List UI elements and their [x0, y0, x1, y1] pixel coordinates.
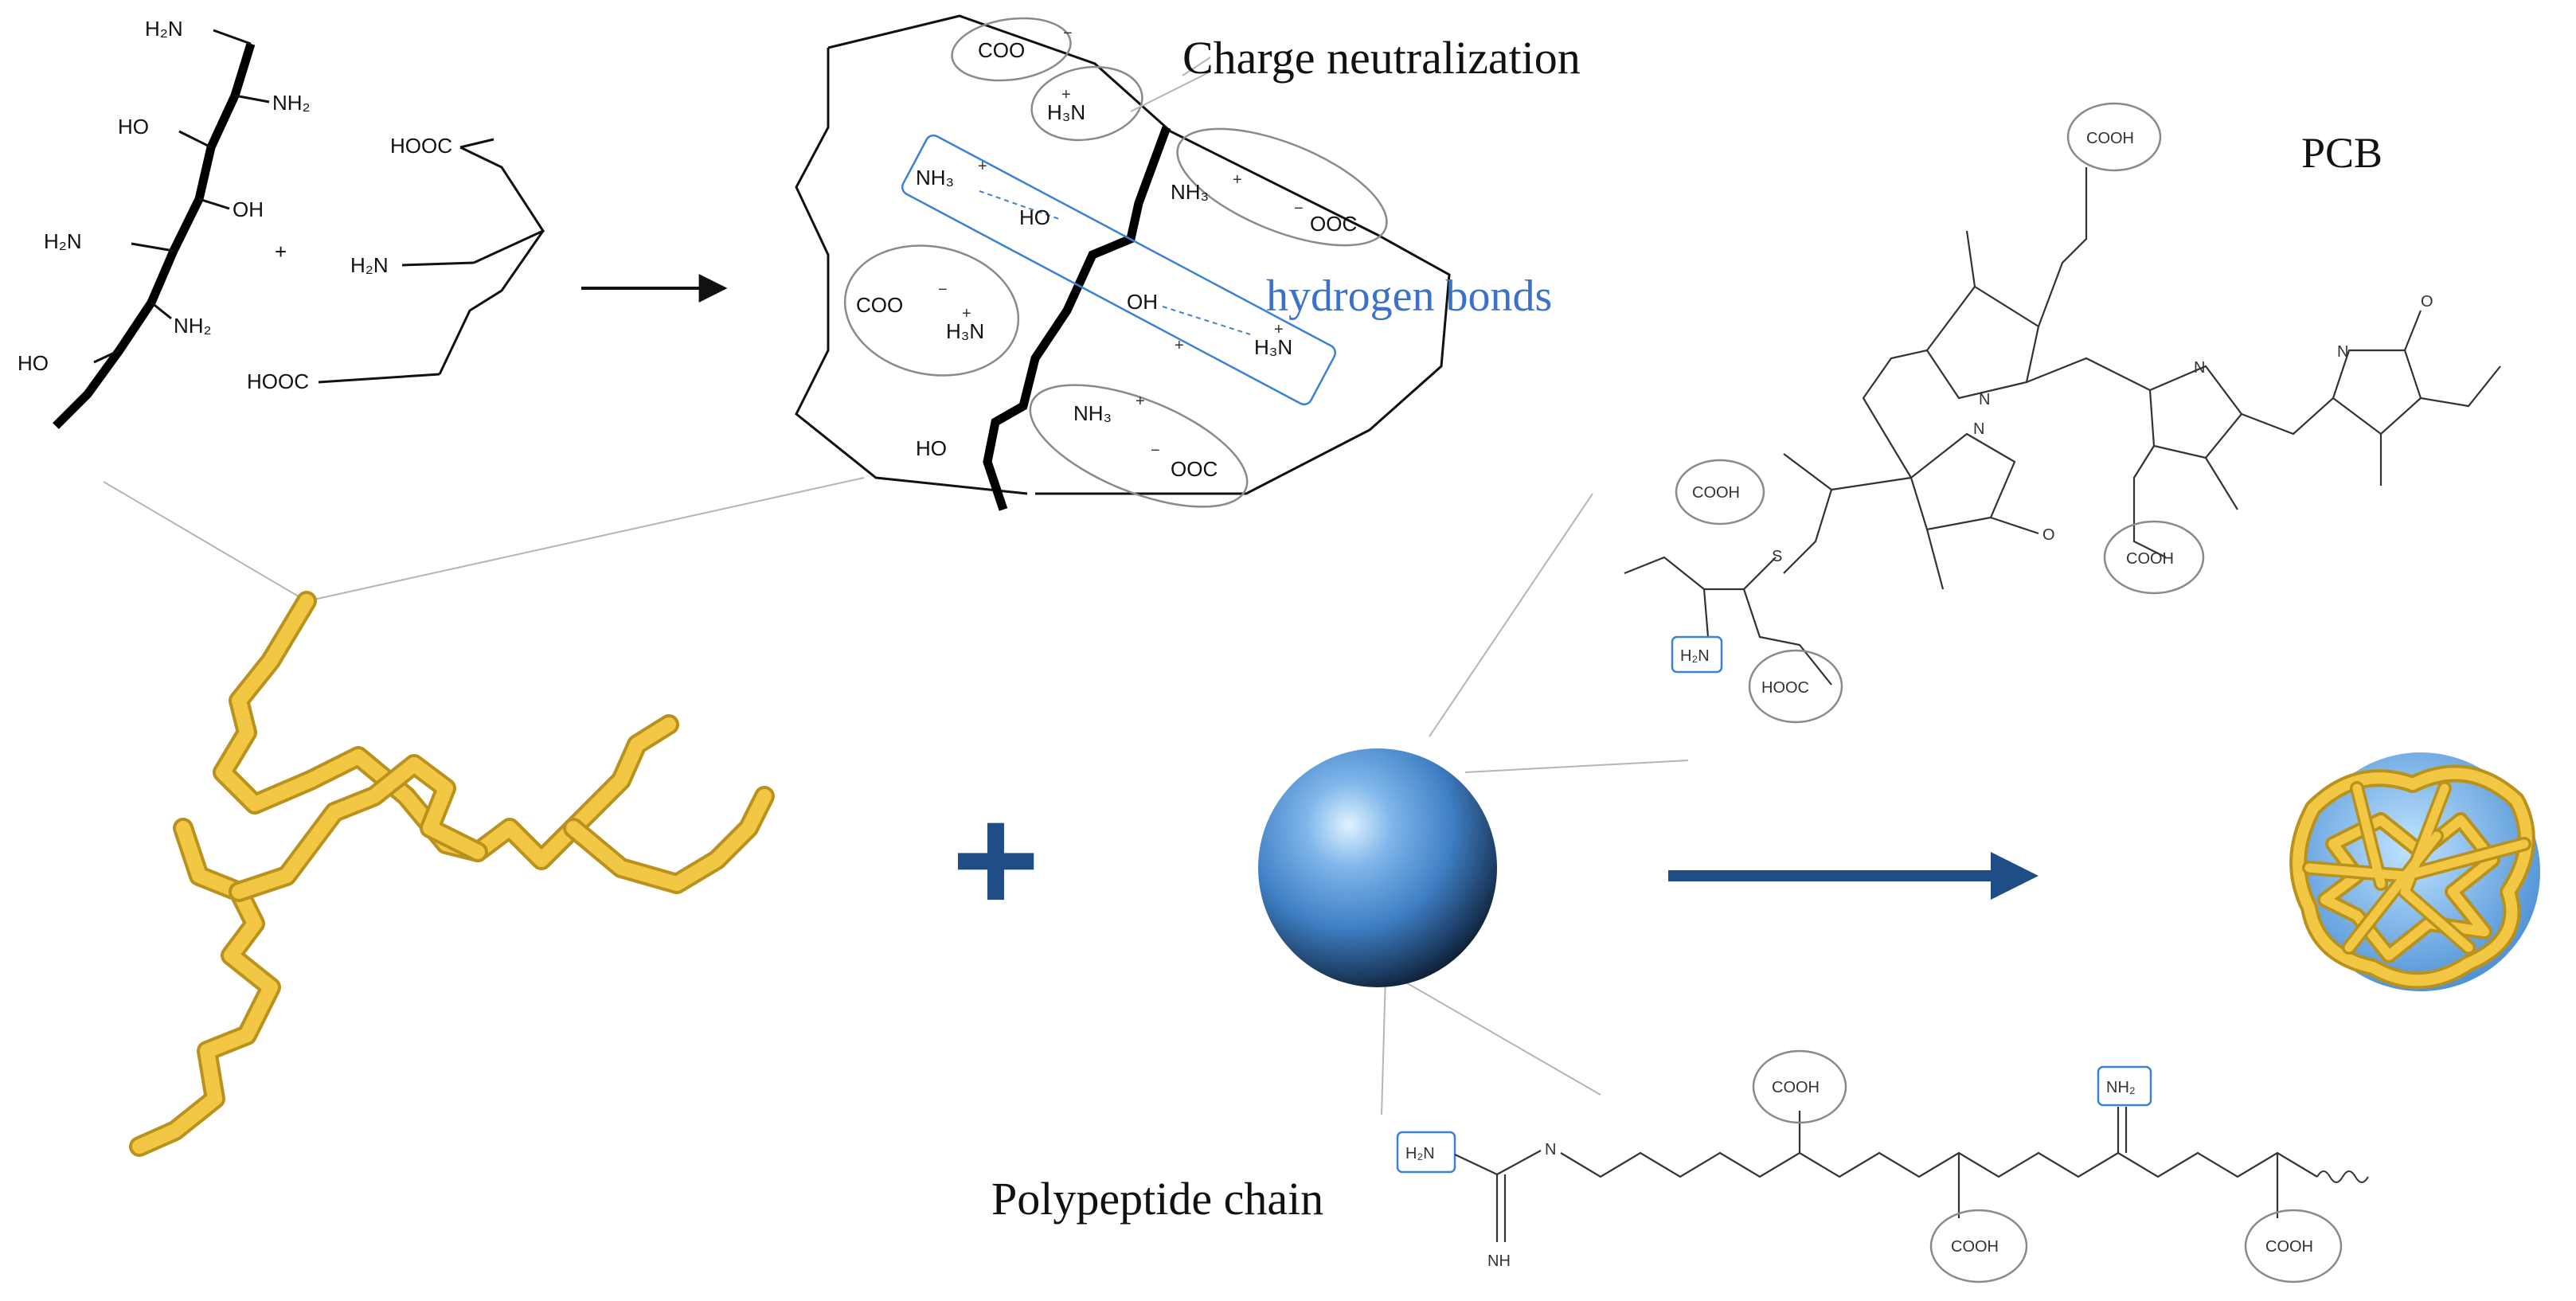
complex-h3n-mid-plus: +	[962, 305, 971, 322]
hydrogen-bond-box	[901, 134, 1337, 406]
guide-line-sphere-3	[1381, 975, 1386, 1115]
pcb-n4: N	[2337, 343, 2348, 361]
chitosan-polymer-strand	[129, 591, 775, 1157]
chitosan-nh2-a: NH₂	[272, 91, 311, 115]
complex-h3n-right-plus: +	[1274, 321, 1284, 338]
complex-ho: HO	[1019, 205, 1050, 229]
peptide-nh2-box	[2097, 1065, 2152, 1107]
chitosan-h2n-top: H₂N	[145, 17, 183, 41]
nanoparticle-complex	[2289, 752, 2540, 991]
peptide-cooh-2: COOH	[2265, 1238, 2313, 1256]
chitosan-nh2-b: NH₂	[174, 314, 212, 338]
peptide-cooh-oval-1	[1929, 1209, 2028, 1283]
glutamic-hooc-bottom: HOOC	[247, 369, 309, 393]
complex-h3n-top-plus: +	[1061, 86, 1071, 104]
label-pcb: PCB	[2301, 129, 2383, 177]
coo-h3n-oval-mid	[843, 244, 1020, 377]
polypeptide-structure: H₂N NH N COOH COOH NH₂ COOH	[1396, 1049, 2369, 1283]
complex-coo-top-minus: −	[1063, 25, 1073, 42]
pcb-o2: O	[2421, 293, 2433, 311]
phycocyanin-sphere	[1258, 748, 1497, 987]
pcb-h2n: H₂N	[1680, 647, 1710, 665]
chitosan-h2n-mid: H₂N	[44, 229, 82, 253]
pcb-h2n-box	[1671, 635, 1723, 674]
complex-nh3-left: NH₃	[916, 166, 954, 189]
peptide-h2n: H₂N	[1405, 1145, 1435, 1162]
peptide-nh: NH	[1487, 1252, 1511, 1270]
complex-nh3-right-plus: +	[1233, 171, 1242, 189]
pcb-cooh-oval-top	[2066, 102, 2162, 172]
chitosan-ho-a: HO	[118, 115, 149, 139]
pcb-structure: COOH N N O S COOH H₂N HOOC N COOH	[1624, 102, 2501, 724]
complex-ooc-right: OOC	[1310, 212, 1357, 236]
pcb-cooh-left: COOH	[1692, 484, 1740, 502]
pcb-cooh-oval-right	[2103, 520, 2205, 595]
hydrogen-bond-dash-a	[979, 190, 1060, 220]
complex-structure: COO − H₃N + NH₃ + NH₃ + HO − OOC COO − H…	[795, 14, 1451, 511]
coo-oval-top	[951, 17, 1072, 82]
peptide-cooh-1: COOH	[1951, 1238, 1999, 1256]
label-hydrogen-bonds: hydrogen bonds	[1266, 272, 1552, 321]
pcb-cooh-oval-left	[1675, 459, 1765, 525]
pcb-n3: N	[2194, 359, 2205, 377]
complex-ooc-bottom: OOC	[1171, 457, 1218, 481]
peptide-n: N	[1545, 1141, 1556, 1158]
complex-coo-top: COO	[978, 38, 1025, 62]
peptide-cooh-oval-2	[2244, 1209, 2343, 1283]
peptide-cooh-top: COOH	[1772, 1079, 1820, 1096]
complex-coo-mid: COO	[856, 293, 903, 317]
pcb-hooc-oval	[1748, 649, 1843, 724]
complex-ho-bottom: HO	[916, 436, 947, 460]
formation-arrow	[1668, 852, 2039, 900]
complex-h3n-right: H₃N	[1254, 335, 1292, 359]
chitosan-plus: +	[275, 240, 287, 264]
peptide-h2n-box	[1396, 1131, 1456, 1174]
nh3-ooc-oval-right	[1176, 127, 1388, 247]
big-plus-sign: +	[952, 776, 1040, 944]
complex-nh3-bottom: NH₃	[1073, 401, 1112, 425]
glutamic-hooc-top: HOOC	[390, 134, 452, 158]
glutamic-acid-structure: HOOC H₂N HOOC	[247, 134, 545, 393]
nh3-ooc-oval-bottom	[1029, 384, 1249, 508]
guide-line-sphere-2	[1464, 760, 1689, 773]
chitosan-ho-b: HO	[18, 351, 49, 375]
guide-line-left-1	[103, 481, 307, 602]
glutamic-h2n: H₂N	[350, 253, 389, 277]
pcb-s: S	[1772, 548, 1782, 565]
complex-oh: OH	[1127, 290, 1158, 314]
complex-nh3-bottom-plus: +	[1136, 393, 1145, 410]
peptide-cooh-oval-top	[1752, 1049, 1847, 1124]
hydrogen-bond-dash-b	[1162, 306, 1251, 335]
complex-center-plus: +	[1175, 337, 1184, 354]
complex-ooc-right-minus: −	[1294, 200, 1304, 217]
label-polypeptide-chain: Polypeptide chain	[991, 1173, 1323, 1225]
guide-line-sphere-1	[1429, 493, 1593, 737]
chitosan-structure: H₂N NH₂ HO OH H₂N NH₂ HO +	[18, 17, 311, 429]
pcb-hooc: HOOC	[1761, 679, 1809, 697]
pcb-cooh-right: COOH	[2126, 550, 2174, 568]
pcb-cooh-top: COOH	[2086, 130, 2134, 147]
complex-h3n-top: H₃N	[1047, 100, 1085, 124]
pcb-n2: N	[1973, 420, 1984, 438]
guide-line-sphere-4	[1393, 975, 1601, 1096]
chitosan-oh-a: OH	[233, 197, 264, 221]
h3n-oval-top	[1030, 65, 1143, 142]
pcb-n1: N	[1979, 391, 1990, 408]
label-charge-neutralization: Charge neutralization	[1182, 32, 1581, 84]
guide-line-left-2	[306, 477, 865, 602]
complex-nh3-right: NH₃	[1171, 180, 1209, 204]
complex-ooc-bottom-minus: −	[1151, 442, 1160, 459]
pcb-o1: O	[2042, 526, 2055, 544]
peptide-nh2: NH₂	[2106, 1079, 2136, 1096]
complex-coo-mid-minus: −	[938, 281, 948, 299]
peptide-wavy-end	[2316, 1170, 2369, 1183]
complex-h3n-mid: H₃N	[946, 319, 984, 343]
complex-nh3-left-plus: +	[978, 158, 987, 175]
